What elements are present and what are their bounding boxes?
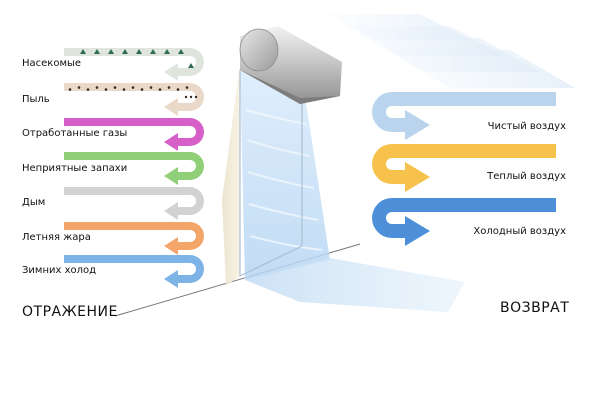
reflect-label-winter-cold: Зимних холод bbox=[22, 265, 97, 276]
reflect-arrow bbox=[64, 222, 204, 255]
return-arrow bbox=[372, 92, 556, 140]
reflect-label-odors: Неприятные запахи bbox=[22, 163, 128, 174]
return-label-clean-air: Чистый воздух bbox=[487, 121, 566, 132]
reflect-arrow bbox=[64, 152, 204, 185]
door-side-panel bbox=[222, 64, 240, 286]
reflect-label-insects: Насекомые bbox=[22, 58, 82, 69]
reflect-arrow bbox=[64, 255, 204, 288]
reflect-label-dust: Пыль bbox=[22, 94, 50, 105]
reflect-label-summer-heat: Летняя жара bbox=[22, 232, 91, 243]
reflect-heading: ОТРАЖЕНИЕ bbox=[22, 304, 118, 320]
reflect-arrow bbox=[64, 187, 204, 220]
return-heading: ВОЗВРАТ bbox=[500, 300, 570, 316]
reflect-arrow bbox=[64, 118, 204, 151]
door-frame bbox=[239, 70, 303, 277]
return-arrow bbox=[372, 198, 556, 246]
return-arrows bbox=[372, 92, 556, 246]
reflect-label-smoke: Дым bbox=[22, 197, 46, 208]
air-curtain-unit bbox=[239, 26, 342, 104]
return-label-cold-air: Холодный воздух bbox=[473, 226, 566, 237]
reflect-arrow bbox=[64, 83, 204, 116]
return-arrow bbox=[372, 144, 556, 192]
background-air-streaks bbox=[325, 14, 575, 88]
reflect-arrow bbox=[64, 48, 204, 81]
air-flow-vertical bbox=[240, 70, 330, 280]
air-flow-floor bbox=[245, 258, 465, 312]
air-flow-bands bbox=[245, 109, 323, 251]
reflect-arrows bbox=[64, 48, 204, 288]
return-label-warm-air: Теплый воздух bbox=[487, 171, 566, 182]
reflect-label-exhaust: Отработанные газы bbox=[22, 128, 128, 139]
